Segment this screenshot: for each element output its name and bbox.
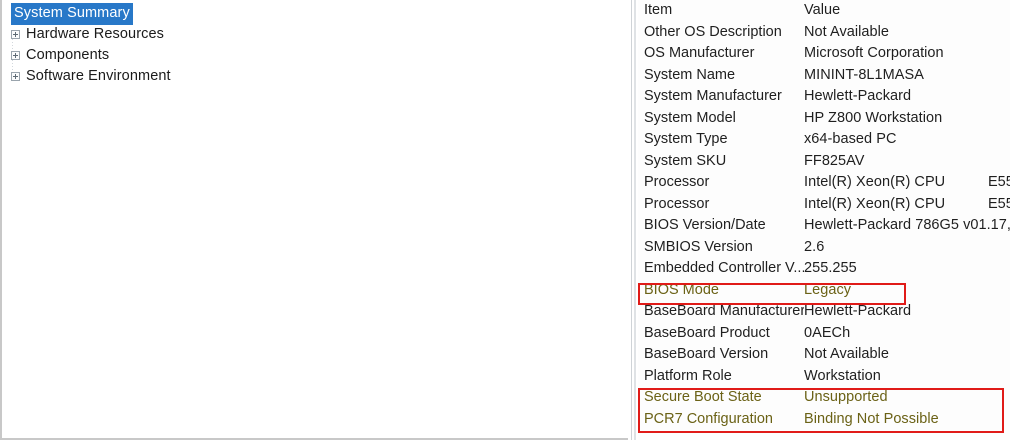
row-value: Legacy xyxy=(804,281,852,298)
row-value: 255.255 xyxy=(804,260,857,277)
row-item: BaseBoard Manufacturer xyxy=(644,303,804,320)
row-item: System Name xyxy=(644,66,736,83)
row-item: PCR7 Configuration xyxy=(644,410,773,427)
row-value: Microsoft Corporation xyxy=(804,45,944,62)
row-item: SMBIOS Version xyxy=(644,238,753,255)
table-row[interactable]: Embedded Controller V... 255.255 xyxy=(638,258,1010,280)
tree-item-hardware-resources[interactable]: Hardware Resources xyxy=(8,24,608,45)
tree-item-software-environment[interactable]: Software Environment xyxy=(8,66,608,87)
tree-item-label: Components xyxy=(26,47,110,63)
table-row[interactable]: System Name MININT-8L1MASA xyxy=(638,65,1010,87)
column-header-value[interactable]: Value xyxy=(804,2,841,19)
detail-table: Item Value Other OS Description Not Avai… xyxy=(638,0,1010,430)
row-value: Workstation xyxy=(804,367,881,384)
table-row[interactable]: Processor Intel(R) Xeon(R) CPU E5506 xyxy=(638,194,1010,216)
tree-item-system-summary[interactable]: System Summary xyxy=(8,2,608,25)
pane-splitter[interactable] xyxy=(628,0,638,440)
table-row[interactable]: System SKU FF825AV xyxy=(638,151,1010,173)
table-row[interactable]: OS Manufacturer Microsoft Corporation xyxy=(638,43,1010,65)
row-value: 2.6 xyxy=(804,238,825,255)
row-item: System SKU xyxy=(644,152,727,169)
row-value: Hewlett-Packard xyxy=(804,88,912,105)
table-row[interactable]: Processor Intel(R) Xeon(R) CPU E5506 xyxy=(638,172,1010,194)
row-value: FF825AV xyxy=(804,152,865,169)
table-row[interactable]: BaseBoard Product 0AECh xyxy=(638,323,1010,345)
row-item: BIOS Mode xyxy=(644,281,719,298)
row-item: BIOS Version/Date xyxy=(644,217,766,234)
row-value: MININT-8L1MASA xyxy=(804,66,924,83)
row-value: Unsupported xyxy=(804,389,888,406)
row-item: BaseBoard Product xyxy=(644,324,770,341)
row-value: Binding Not Possible xyxy=(804,410,939,427)
tree-item-components[interactable]: Components xyxy=(8,45,608,66)
plus-icon[interactable] xyxy=(11,30,20,39)
row-value: Not Available xyxy=(804,23,890,40)
row-value: Intel(R) Xeon(R) CPU xyxy=(804,174,946,191)
row-item: Processor xyxy=(644,195,710,212)
tree-item-label: Software Environment xyxy=(26,68,171,84)
table-row[interactable]: System Manufacturer Hewlett-Packard xyxy=(638,86,1010,108)
row-item: Processor xyxy=(644,174,710,191)
row-item: Platform Role xyxy=(644,367,732,384)
row-value: x64-based PC xyxy=(804,131,897,148)
table-row[interactable]: Other OS Description Not Available xyxy=(638,22,1010,44)
splitter-line-right xyxy=(634,0,636,440)
tree-item-label: Hardware Resources xyxy=(26,26,164,42)
table-row[interactable]: Platform Role Workstation xyxy=(638,366,1010,388)
table-row[interactable]: System Type x64-based PC xyxy=(638,129,1010,151)
row-value-overflow: E5506 xyxy=(988,195,1010,212)
plus-icon[interactable] xyxy=(11,72,20,81)
table-row[interactable]: BIOS Version/Date Hewlett-Packard 786G5 … xyxy=(638,215,1010,237)
row-item: BaseBoard Version xyxy=(644,346,769,363)
row-item: Embedded Controller V... xyxy=(644,260,804,277)
table-row[interactable]: System Model HP Z800 Workstation xyxy=(638,108,1010,130)
splitter-line-left xyxy=(631,0,632,440)
navigation-tree-pane: System Summary Hardware Resources Compon… xyxy=(0,0,628,440)
navigation-tree: System Summary Hardware Resources Compon… xyxy=(8,2,608,87)
row-item: OS Manufacturer xyxy=(644,45,755,62)
table-row-bios-mode[interactable]: BIOS Mode Legacy xyxy=(638,280,1010,302)
row-value: Not Available xyxy=(804,346,890,363)
table-row-pcr7-configuration[interactable]: PCR7 Configuration Binding Not Possible xyxy=(638,409,1010,431)
row-item: Other OS Description xyxy=(644,23,782,40)
table-row[interactable]: BaseBoard Manufacturer Hewlett-Packard xyxy=(638,301,1010,323)
row-item: System Model xyxy=(644,109,736,126)
table-row[interactable]: BaseBoard Version Not Available xyxy=(638,344,1010,366)
row-value-overflow: E5506 xyxy=(988,174,1010,190)
row-value: Intel(R) Xeon(R) CPU xyxy=(804,195,946,212)
plus-icon[interactable] xyxy=(11,51,20,60)
detail-list-pane: Item Value Other OS Description Not Avai… xyxy=(638,0,1010,440)
column-header-item[interactable]: Item xyxy=(644,2,673,19)
row-value: HP Z800 Workstation xyxy=(804,109,943,126)
row-value: 0AECh xyxy=(804,324,851,341)
tree-item-label: System Summary xyxy=(11,2,133,25)
table-header-row: Item Value xyxy=(638,0,1010,22)
row-value: Hewlett-Packard xyxy=(804,303,912,320)
row-item: Secure Boot State xyxy=(644,389,762,406)
row-item: System Manufacturer xyxy=(644,88,782,105)
row-value: Hewlett-Packard 786G5 v01.17, 8/ xyxy=(804,217,1010,234)
table-row[interactable]: SMBIOS Version 2.6 xyxy=(638,237,1010,259)
table-row-secure-boot-state[interactable]: Secure Boot State Unsupported xyxy=(638,387,1010,409)
row-item: System Type xyxy=(644,131,728,148)
